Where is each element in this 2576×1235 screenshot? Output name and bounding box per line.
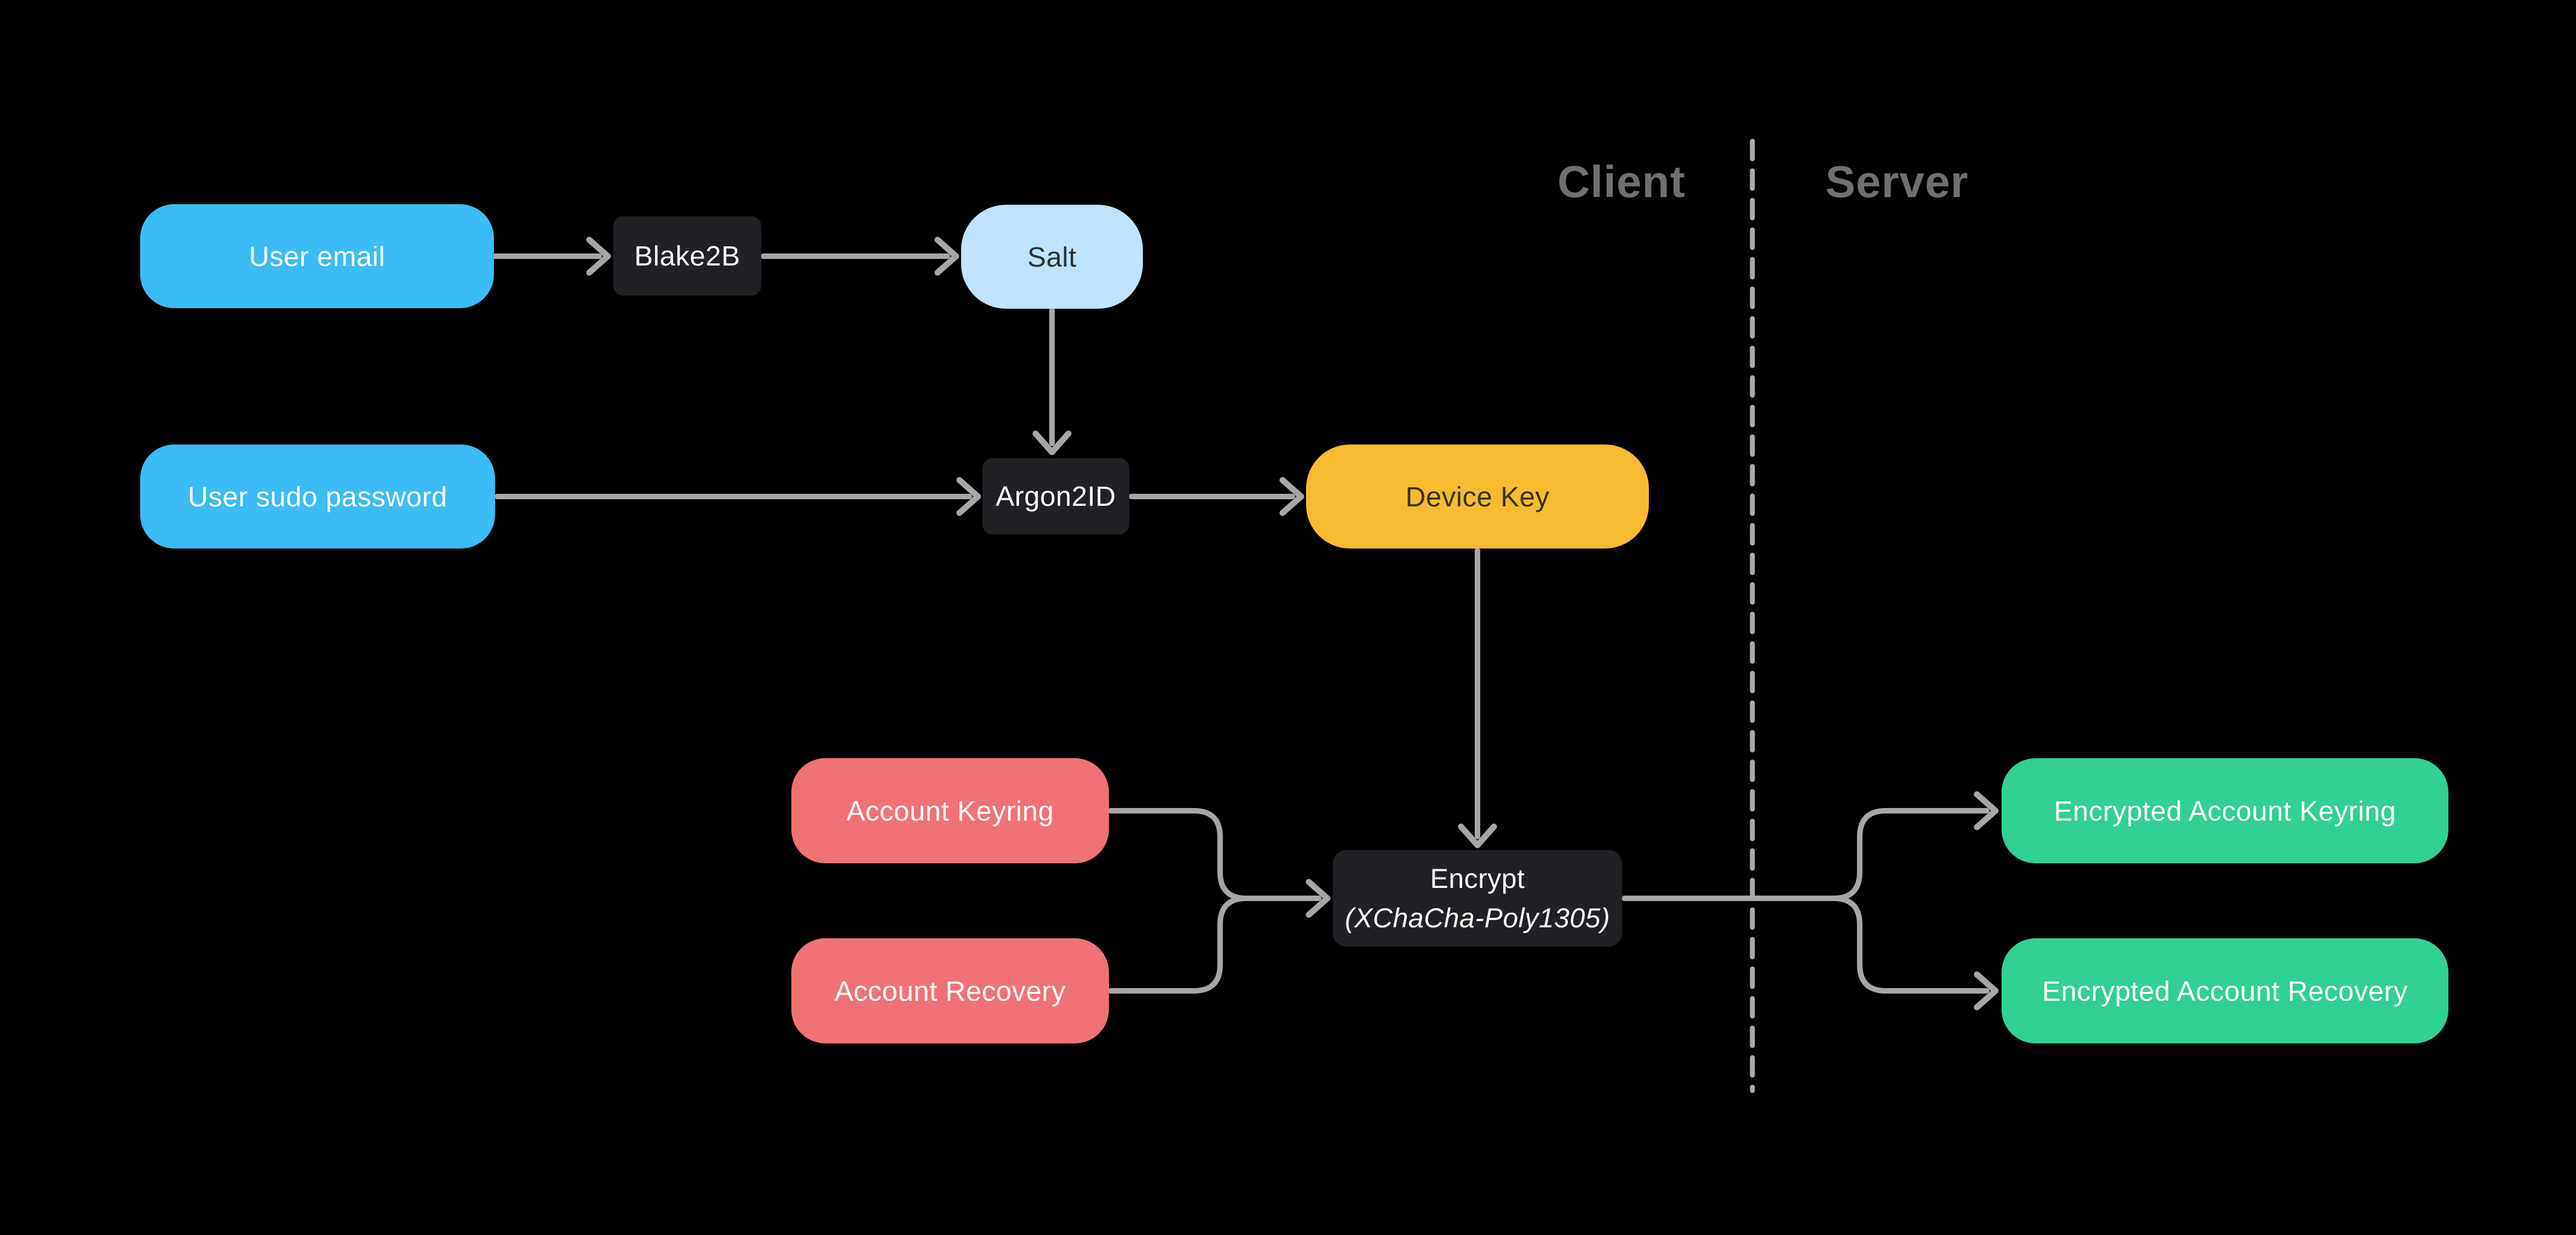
node-argon2id: Argon2ID bbox=[982, 458, 1129, 534]
node-encrypt: Encrypt (XChaCha-Poly1305) bbox=[1333, 850, 1622, 947]
arrowhead-salt bbox=[934, 236, 959, 276]
edge-split-to-encrypted-recovery bbox=[1831, 896, 1990, 994]
client-region-label: Client bbox=[1557, 157, 1686, 207]
edge-account-recovery-to-merge bbox=[1108, 896, 1249, 994]
arrowhead-encrypted-recovery bbox=[1974, 971, 1999, 1011]
arrowhead-device-key bbox=[1279, 477, 1304, 516]
edge-split-to-encrypted-keyring bbox=[1831, 808, 1990, 901]
arrowhead-blake2b bbox=[586, 236, 611, 276]
node-device-key: Device Key bbox=[1306, 445, 1649, 549]
encrypt-label-line1: Encrypt bbox=[1430, 863, 1525, 894]
node-encrypted-account-keyring: Encrypted Account Keyring bbox=[2002, 758, 2448, 863]
node-user-sudo-password: User sudo password bbox=[140, 445, 495, 549]
arrowhead-argon2id-top bbox=[1032, 430, 1072, 455]
node-encrypted-account-recovery: Encrypted Account Recovery bbox=[2002, 938, 2448, 1043]
node-salt: Salt bbox=[961, 205, 1143, 309]
arrowhead-encrypt-left bbox=[1306, 879, 1331, 918]
encrypt-label-line2: (XChaCha-Poly1305) bbox=[1344, 903, 1611, 933]
arrowhead-argon2id-left bbox=[956, 477, 981, 516]
arrowhead-encrypt-top bbox=[1458, 823, 1497, 849]
node-blake2b: Blake2B bbox=[613, 216, 761, 296]
arrowhead-encrypted-keyring bbox=[1974, 791, 1999, 830]
node-account-recovery: Account Recovery bbox=[791, 938, 1109, 1043]
node-account-keyring: Account Keyring bbox=[791, 758, 1109, 863]
edge-account-keyring-to-merge bbox=[1108, 808, 1249, 901]
server-region-label: Server bbox=[1825, 157, 1969, 207]
node-user-email: User email bbox=[140, 204, 494, 308]
